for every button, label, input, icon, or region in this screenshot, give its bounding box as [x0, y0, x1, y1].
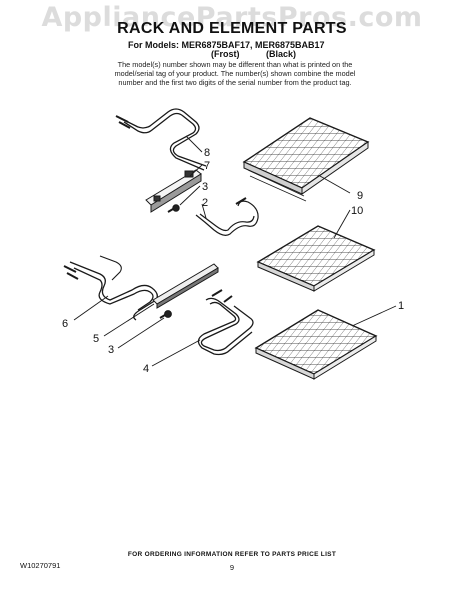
broil-element-upper: [115, 108, 207, 171]
element-cover-bar: [152, 263, 219, 309]
page-title: RACK AND ELEMENT PARTS: [117, 20, 347, 37]
model-numbers: For Models: MER6875BAF17, MER6875BAB17: [128, 40, 325, 50]
model-note: The model(s) number shown may be differe…: [114, 60, 356, 87]
bake-element-lower: [63, 255, 158, 321]
watermark: AppliancePartsPros.com: [41, 2, 423, 33]
callout-7: 7: [204, 160, 210, 172]
variant-frost: (Frost): [211, 49, 240, 59]
broil-element-lower: [197, 289, 254, 356]
rack-glide: [242, 117, 370, 202]
callout-leaders: [73, 135, 397, 367]
document-number: W10270791: [20, 561, 61, 570]
callout-4: 4: [143, 363, 149, 375]
screw-upper: [167, 204, 180, 213]
bake-element-upper: [195, 197, 259, 236]
flat-rack-bottom: [254, 309, 378, 380]
variant-black: (Black): [266, 49, 297, 59]
callout-1: 1: [398, 300, 404, 312]
callout-10: 10: [351, 205, 363, 217]
callout-6: 6: [62, 318, 68, 330]
terminal-bracket: [145, 169, 202, 213]
callout-2: 2: [202, 197, 208, 209]
callout-5: 5: [93, 333, 99, 345]
callout-3-lower: 3: [108, 344, 114, 356]
callout-8: 8: [204, 147, 210, 159]
callout-9: 9: [357, 190, 363, 202]
flat-rack-middle: [256, 225, 376, 292]
page-number: 9: [229, 563, 235, 572]
callout-3-upper: 3: [202, 181, 208, 193]
ordering-info: FOR ORDERING INFORMATION REFER TO PARTS …: [127, 551, 337, 558]
screw-lower: [159, 310, 172, 319]
